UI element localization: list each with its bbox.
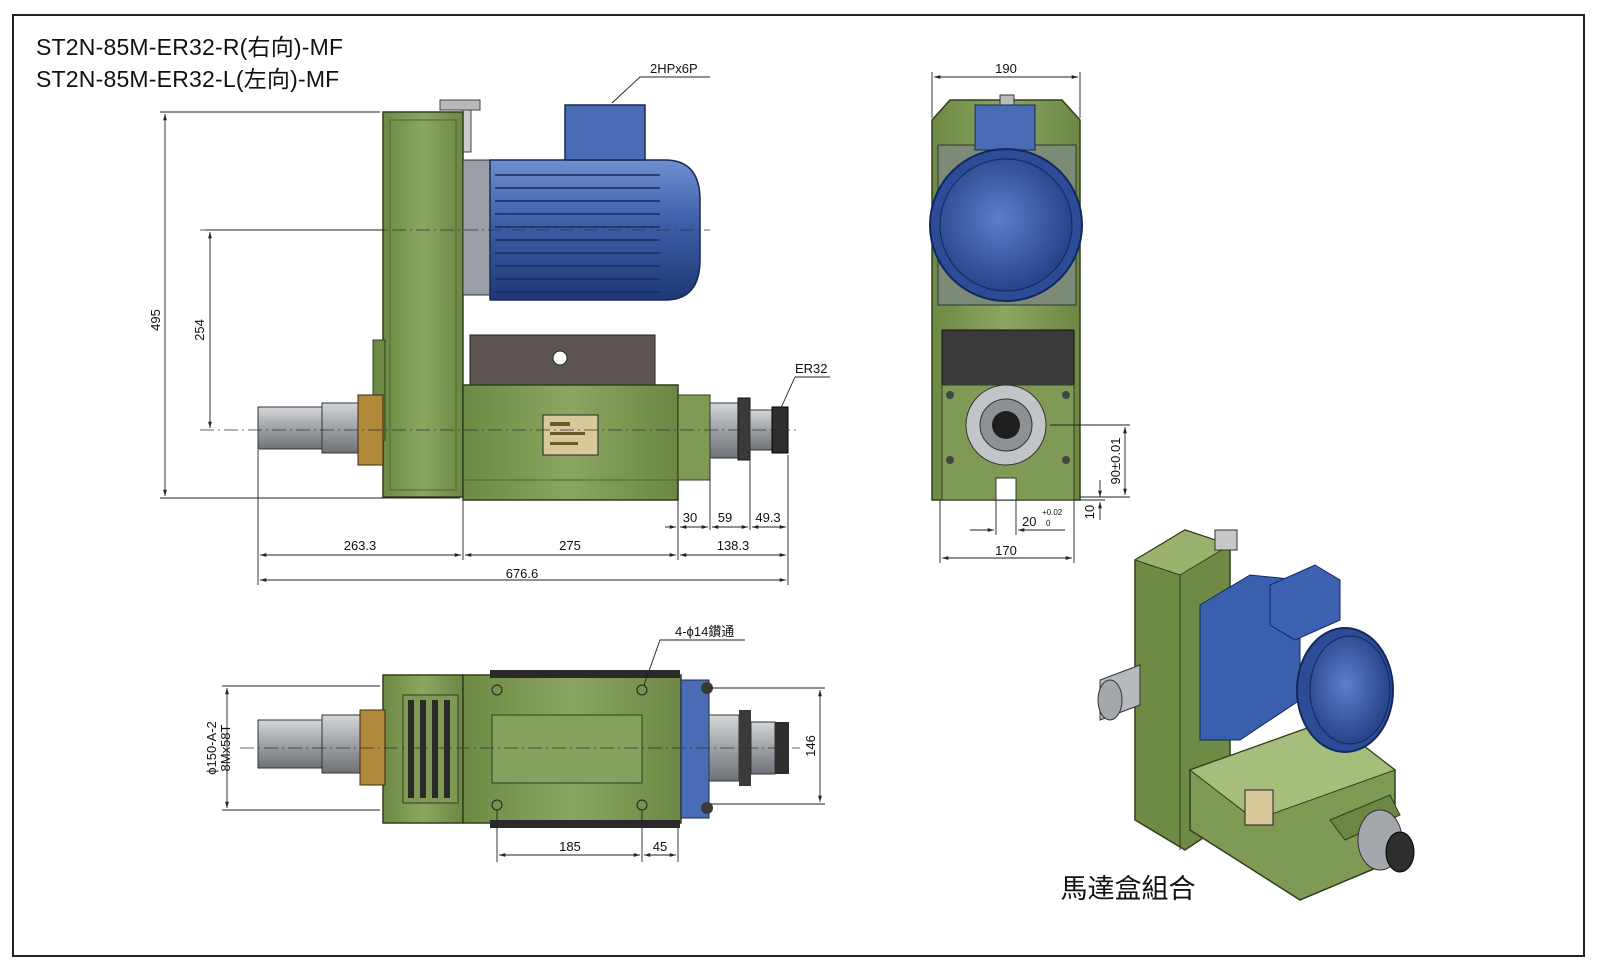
side-view-dimensions bbox=[160, 76, 830, 585]
model-title-left: ST2N-85M-ER32-L(左向)-MF bbox=[36, 66, 340, 92]
dim-676-6: 676.6 bbox=[506, 566, 539, 581]
front-view-dimensions bbox=[931, 72, 1130, 563]
dim-49-3: 49.3 bbox=[755, 510, 780, 525]
top-view bbox=[240, 670, 800, 828]
isometric-view bbox=[1097, 529, 1415, 901]
dim-45: 45 bbox=[653, 839, 667, 854]
dim-90: 90±0.01 bbox=[1108, 438, 1123, 485]
dim-10: 10 bbox=[1082, 505, 1097, 519]
model-title-right: ST2N-85M-ER32-R(右向)-MF bbox=[36, 34, 344, 60]
label-flange-2: 8Mx58T bbox=[218, 724, 233, 771]
dim-254: 254 bbox=[192, 319, 207, 341]
dim-170: 170 bbox=[995, 543, 1017, 558]
dim-138-3: 138.3 bbox=[717, 538, 750, 553]
dim-59: 59 bbox=[718, 510, 732, 525]
dim-30: 30 bbox=[683, 510, 697, 525]
front-view bbox=[929, 94, 1083, 501]
side-view-dim-text: 495 254 263.3 275 138.3 676.6 30 59 49.3… bbox=[148, 61, 828, 581]
label-flange-1: ϕ150-A-2 bbox=[204, 721, 219, 775]
dim-185: 185 bbox=[559, 839, 581, 854]
dim-146: 146 bbox=[803, 735, 818, 757]
label-motor: 2HPx6P bbox=[650, 61, 698, 76]
dim-20: 20 bbox=[1022, 514, 1036, 529]
dim-495: 495 bbox=[148, 309, 163, 331]
dim-275: 275 bbox=[559, 538, 581, 553]
top-view-dim-text: ϕ150-A-2 8Mx58T 146 185 45 4-ϕ14鑽通 bbox=[204, 624, 818, 854]
label-holes: 4-ϕ14鑽通 bbox=[675, 624, 734, 639]
caption-motor-box: 馬達盒組合 bbox=[1061, 874, 1196, 904]
drawing-frame bbox=[12, 14, 1585, 957]
side-view bbox=[200, 99, 800, 501]
dim-190: 190 bbox=[995, 61, 1017, 76]
label-er32: ER32 bbox=[795, 361, 828, 376]
dim-20-tol-upper: +0.02 bbox=[1042, 508, 1063, 517]
top-view-dimensions bbox=[222, 639, 825, 862]
front-view-dim-text: 190 170 20 +0.02 0 90±0.01 10 bbox=[995, 61, 1123, 558]
dim-263-3: 263.3 bbox=[344, 538, 377, 553]
dim-20-tol-lower: 0 bbox=[1046, 519, 1051, 528]
